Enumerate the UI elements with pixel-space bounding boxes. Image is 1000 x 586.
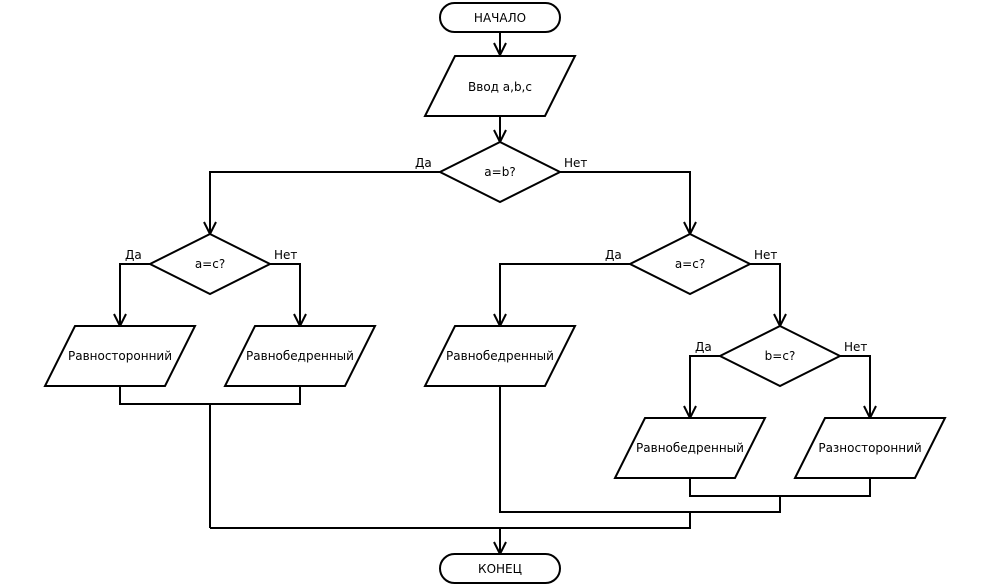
node-label: Разносторонний xyxy=(818,441,921,455)
node-label: НАЧАЛО xyxy=(474,11,526,25)
io-shape xyxy=(423,325,577,387)
branch-label-no: Нет xyxy=(564,156,587,170)
edge-bc-no xyxy=(840,355,871,418)
connectors xyxy=(113,32,877,557)
node-cond-ac-right[interactable]: a=c? xyxy=(627,232,753,296)
edge-acl-yes xyxy=(119,263,150,326)
edge-ab-yes xyxy=(209,171,440,234)
node-label: Равносторонний xyxy=(68,349,172,363)
io-shape xyxy=(793,417,947,479)
node-cond-ab[interactable]: a=b? xyxy=(437,140,563,204)
terminator-shape xyxy=(439,553,561,584)
io-shape xyxy=(423,55,577,117)
branch-label-yes: Да xyxy=(125,248,142,262)
node-cond-bc[interactable]: b=c? xyxy=(717,324,843,388)
branch-label-no: Нет xyxy=(844,340,867,354)
node-label: КОНЕЦ xyxy=(478,562,522,576)
io-shape xyxy=(613,417,767,479)
node-label: Ввод a,b,c xyxy=(468,80,532,94)
node-out-isosceles-1[interactable]: Равнобедренный xyxy=(223,325,377,387)
node-out-scalene[interactable]: Разносторонний xyxy=(793,417,947,479)
edge-ab-no xyxy=(560,171,691,234)
node-out-isosceles-2[interactable]: Равнобедренный xyxy=(423,325,577,387)
io-shape xyxy=(43,325,197,387)
edge-acl-no xyxy=(270,263,301,326)
branch-label-no: Нет xyxy=(274,248,297,262)
merge-bc xyxy=(689,478,871,497)
branch-label-no: Нет xyxy=(754,248,777,262)
node-label: Равнобедренный xyxy=(446,349,554,363)
decision-shape xyxy=(627,232,753,296)
decision-shape xyxy=(147,232,273,296)
merge-right-to-main xyxy=(210,512,691,529)
node-cond-ac-left[interactable]: a=c? xyxy=(147,232,273,296)
branch-label-yes: Да xyxy=(605,248,622,262)
node-label: Равнобедренный xyxy=(246,349,354,363)
node-out-equilateral[interactable]: Равносторонний xyxy=(43,325,197,387)
node-label: a=c? xyxy=(675,257,705,271)
edge-acr-yes xyxy=(499,263,630,326)
terminator-shape xyxy=(439,2,561,33)
edge-bc-yes xyxy=(689,355,720,418)
decision-shape xyxy=(437,140,563,204)
merge-left xyxy=(119,386,301,405)
node-start[interactable]: НАЧАЛО xyxy=(439,2,561,33)
edge-acr-no xyxy=(750,263,781,326)
node-label: a=b? xyxy=(484,165,515,179)
node-out-isosceles-3[interactable]: Равнобедренный xyxy=(613,417,767,479)
decision-shape xyxy=(717,324,843,388)
node-end[interactable]: КОНЕЦ xyxy=(439,553,561,584)
node-input[interactable]: Ввод a,b,c xyxy=(423,55,577,117)
merge-bc-to-iso2 xyxy=(499,386,781,513)
branch-label-yes: Да xyxy=(695,340,712,354)
node-label: b=c? xyxy=(765,349,796,363)
branch-label-yes: Да xyxy=(415,156,432,170)
node-label: Равнобедренный xyxy=(636,441,744,455)
node-label: a=c? xyxy=(195,257,225,271)
io-shape xyxy=(223,325,377,387)
